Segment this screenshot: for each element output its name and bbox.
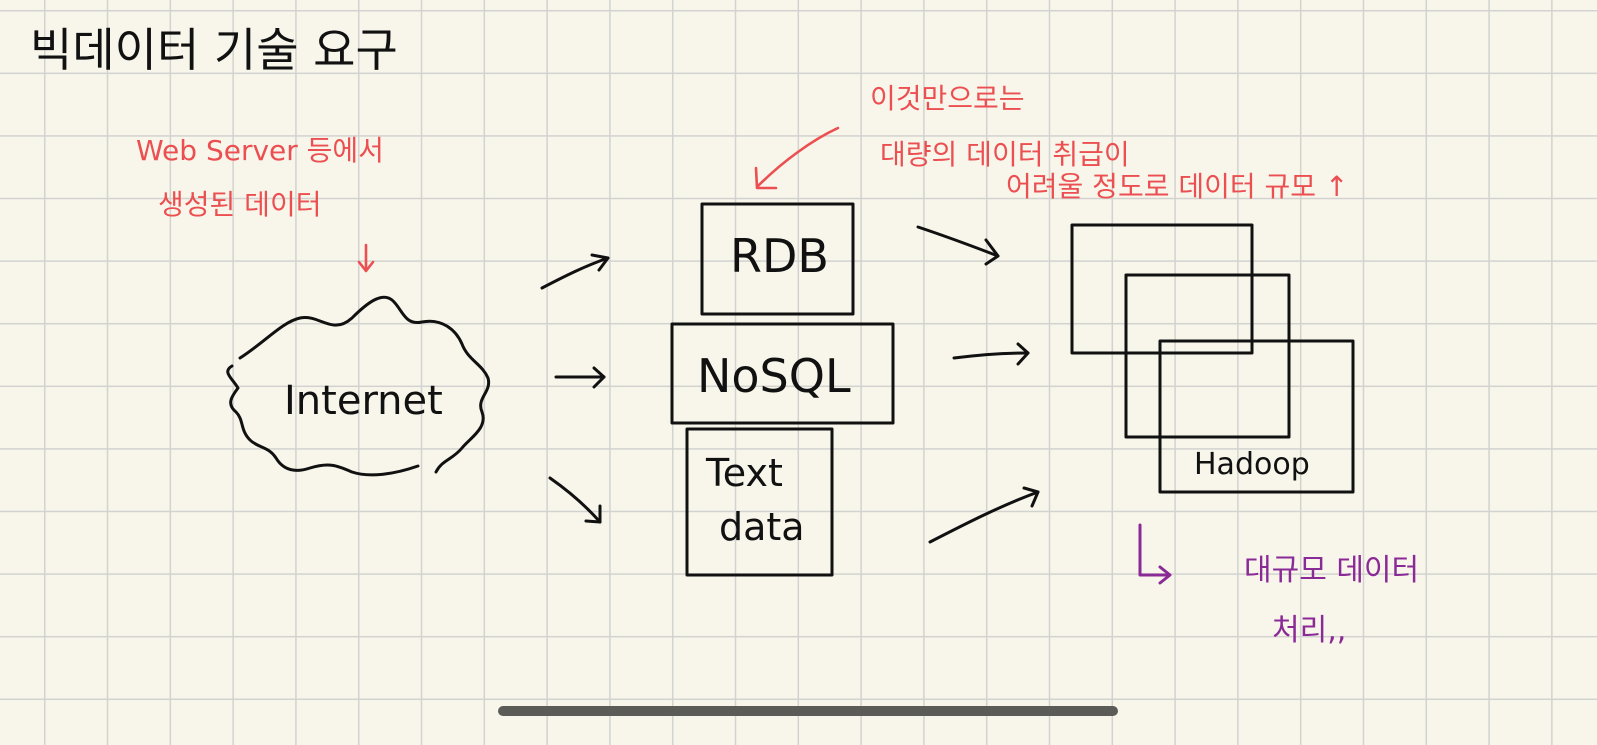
nosql-label: NoSQL — [697, 349, 851, 403]
source-note-line2: 생성된 데이터 — [158, 188, 321, 221]
internet-cloud — [226, 295, 491, 477]
text-data-label-line1: Text — [705, 451, 783, 495]
result-note-line2: 처리,, — [1272, 613, 1346, 648]
hadoop-label: Hadoop — [1194, 447, 1310, 482]
arrow-to-text-data — [548, 476, 602, 524]
arrow-rdb-to-hadoop — [916, 225, 1000, 266]
horizontal-scrollbar[interactable] — [498, 706, 1118, 716]
rdb-label: RDB — [730, 229, 829, 283]
result-note-line1: 대규모 데이터 — [1244, 553, 1419, 588]
page-title: 빅데이터 기술 요구 — [30, 23, 398, 77]
nosql-box — [670, 322, 895, 425]
hadoop-node-box-1 — [1070, 223, 1254, 355]
rdb-box — [700, 202, 855, 316]
limit-note-line3: 어려울 정도로 데이터 규모 ↑ — [1006, 170, 1348, 203]
text-data-label-line2: data — [719, 505, 805, 549]
limit-note-line1: 이것만으로는 — [870, 82, 1025, 115]
limit-note-line2: 대량의 데이터 취급이 — [880, 138, 1130, 171]
arrow-text-data-to-hadoop — [928, 486, 1040, 544]
source-down-arrow — [357, 243, 375, 273]
arrow-to-rdb — [540, 253, 610, 290]
arrow-to-nosql — [554, 366, 606, 389]
limit-note-arrow — [754, 126, 840, 190]
source-note-line1: Web Server 등에서 — [136, 134, 384, 167]
arrow-nosql-to-hadoop — [952, 342, 1030, 366]
internet-label: Internet — [284, 378, 443, 424]
hadoop-node-box-2 — [1124, 273, 1291, 439]
result-arrow — [1138, 523, 1172, 585]
text-data-box — [685, 427, 834, 577]
hadoop-node-box-3 — [1158, 339, 1355, 494]
